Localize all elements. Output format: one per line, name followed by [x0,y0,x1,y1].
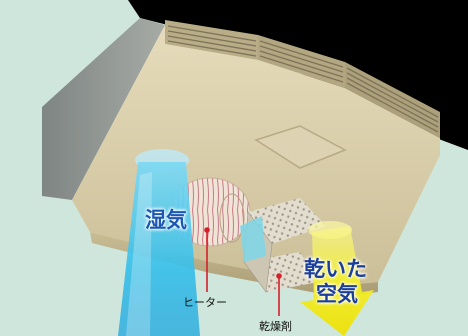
humid-air-label: 湿気 [145,208,187,232]
dry-air-label-line2: 空気 [316,282,358,306]
humid-air-arrow [118,149,200,336]
dry-air-arrow [300,221,374,336]
unit-side-panel [42,18,165,200]
access-panel [254,125,347,169]
desiccant-label: 乾燥剤 [259,320,292,333]
callout-lines [206,230,280,316]
air-duct-box [240,216,266,262]
heater-callout-dot [204,227,210,233]
dry-air-label-line1: 乾いた [304,257,367,281]
heater-label: ヒーター [183,296,227,309]
desiccant-callout-dot [276,273,282,279]
vent-grille [165,20,440,138]
